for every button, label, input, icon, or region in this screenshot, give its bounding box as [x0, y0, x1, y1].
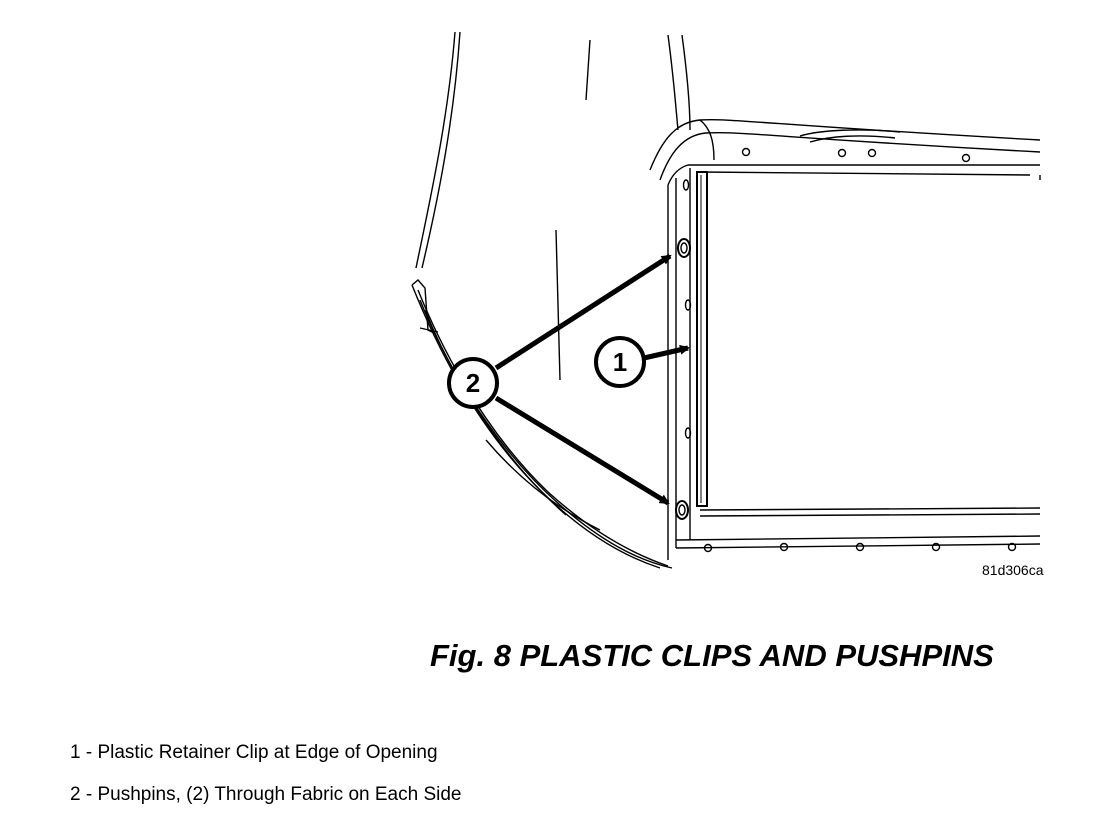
figure-caption: Fig. 8 PLASTIC CLIPS AND PUSHPINS	[430, 638, 994, 673]
vehicle-body-lines	[411, 31, 1041, 569]
legend-item-1: 1 - Plastic Retainer Clip at Edge of Ope…	[70, 742, 438, 763]
callout-2: 2	[447, 357, 499, 409]
legend-item-2: 2 - Pushpins, (2) Through Fabric on Each…	[70, 784, 462, 805]
figure-id: 81d306ca	[982, 562, 1044, 578]
callout-1-label: 1	[613, 347, 627, 377]
legend: 1 - Plastic Retainer Clip at Edge of Ope…	[70, 732, 461, 816]
callout-2-label: 2	[466, 368, 480, 398]
leader-arrows	[494, 253, 690, 506]
callout-1: 1	[594, 336, 646, 388]
